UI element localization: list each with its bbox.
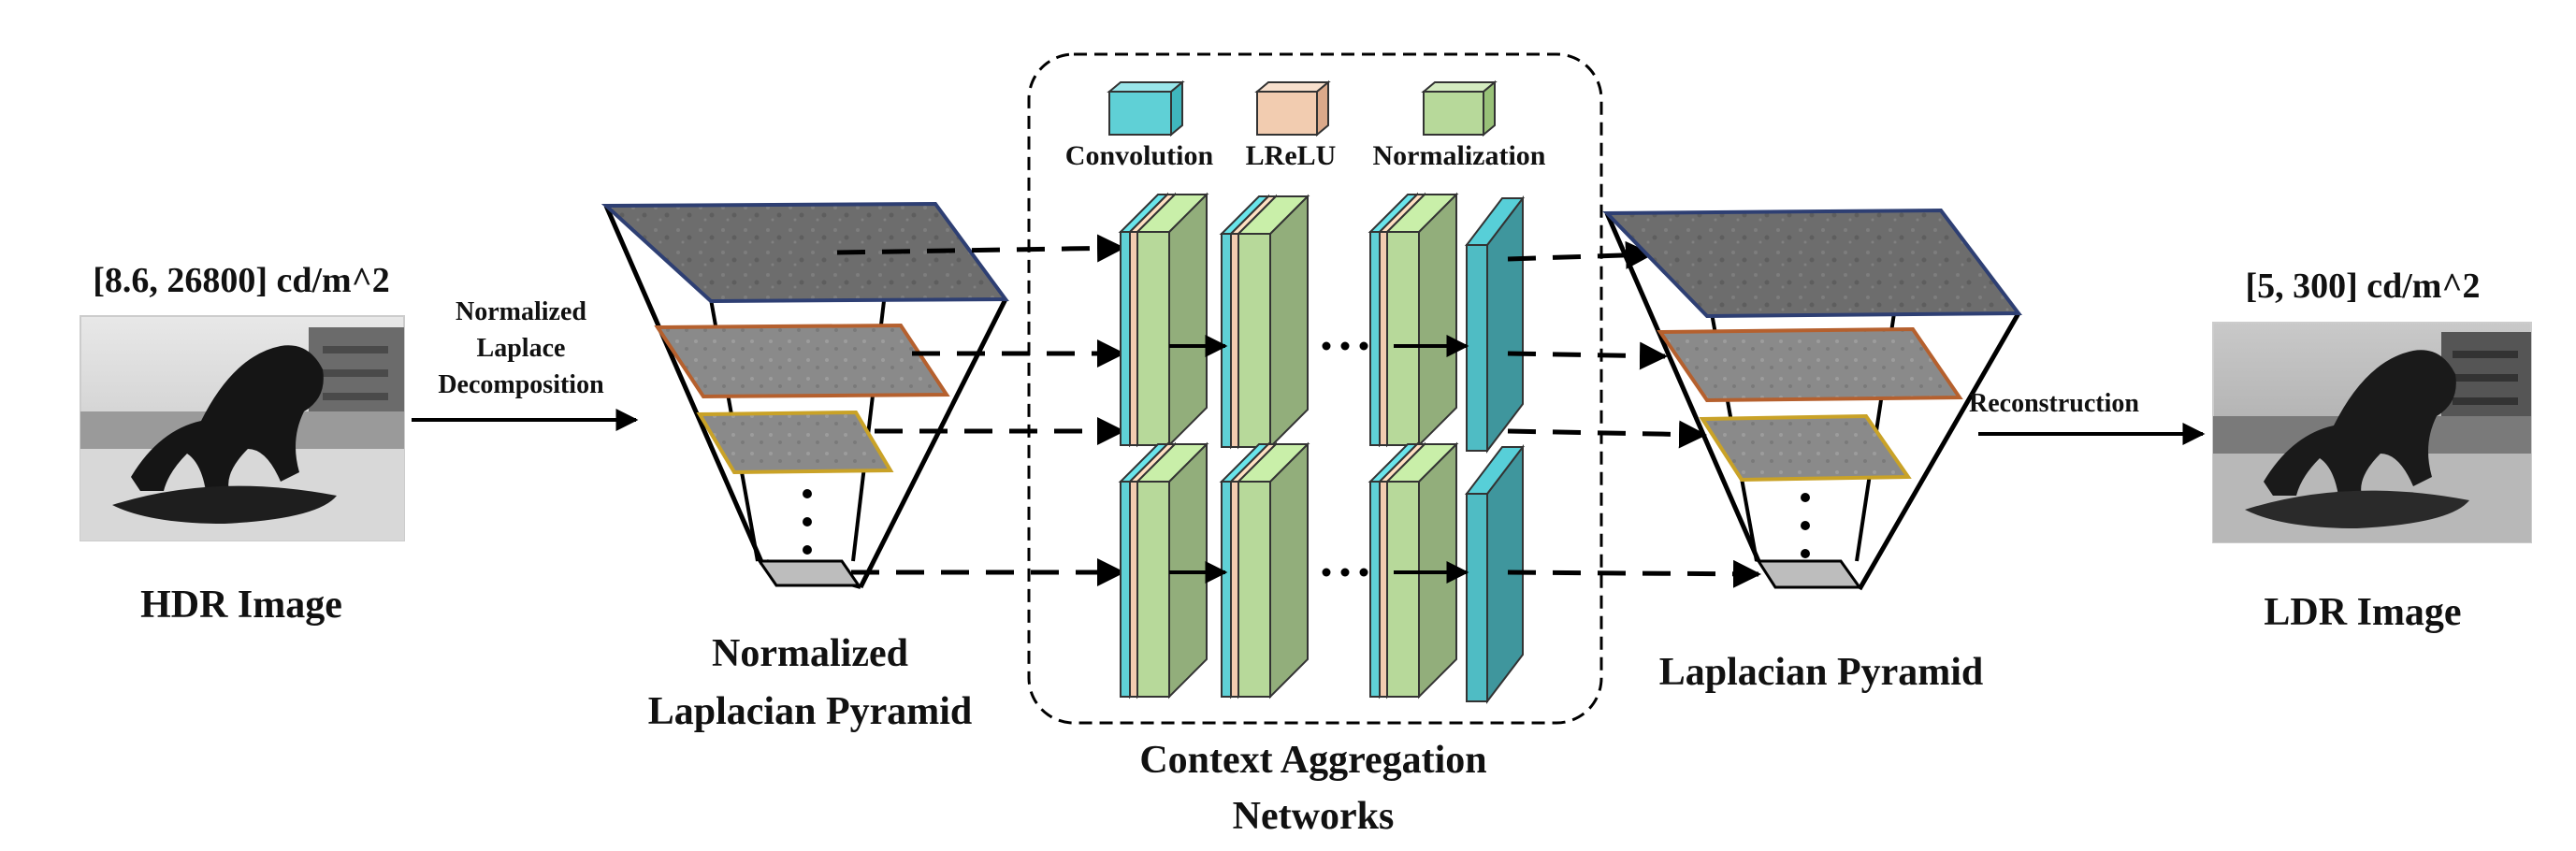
- decomposition-label-line3: Decomposition: [438, 370, 604, 399]
- legend-lrelu-cube: [1254, 79, 1331, 137]
- arrow-level1-to-can: [836, 234, 1125, 263]
- normalized-pyramid: [601, 201, 1009, 589]
- can-block-top-1-normalization: [1135, 192, 1209, 448]
- can-row-bottom: [1118, 441, 1526, 704]
- decomposition-label-line2: Laplace: [477, 334, 566, 363]
- ldr-range-label: [5, 300] cd/m^2: [2245, 267, 2480, 306]
- can-block-top-3-normalization: [1384, 192, 1459, 448]
- arrow-can-to-level2: [1507, 341, 1668, 370]
- can-block-bottom-2-normalization: [1236, 441, 1310, 700]
- can-row-top: [1118, 192, 1526, 454]
- can-caption-line2: Networks: [1233, 795, 1395, 838]
- normalized-pyramid-caption-line2: Laplacian Pyramid: [648, 690, 973, 733]
- pyramid-level-1: [601, 201, 1009, 304]
- output-pyramid-level-3: [1699, 413, 1912, 483]
- legend-lrelu-label: LReLU: [1246, 140, 1337, 171]
- legend-normalization-label: Normalization: [1373, 140, 1546, 171]
- ldr-caption: LDR Image: [2264, 591, 2461, 634]
- arrow-can-to-level3: [1507, 420, 1707, 449]
- can-caption-line1: Context Aggregation: [1139, 739, 1486, 782]
- can-ellipsis-top: [1322, 341, 1368, 351]
- can-ellipsis-bottom: [1322, 568, 1368, 577]
- legend-convolution-cube: [1107, 79, 1185, 137]
- can-block-top-2-normalization: [1236, 194, 1310, 450]
- ldr-image: [2212, 322, 2532, 543]
- output-pyramid: [1602, 208, 2022, 591]
- arrow-can-to-leveln: [1507, 559, 1761, 588]
- legend-convolution-label: Convolution: [1065, 140, 1214, 171]
- output-pyramid-level-n: [1756, 559, 1862, 589]
- pyramid-level-3: [696, 410, 894, 475]
- can-output-layer-bottom: [1464, 444, 1526, 704]
- output-pyramid-level-2: [1657, 326, 1963, 403]
- hdr-caption: HDR Image: [140, 584, 342, 627]
- legend-normalization-cube: [1421, 79, 1498, 137]
- can-output-layer-top: [1464, 195, 1526, 454]
- can-container: [1027, 52, 1603, 725]
- arrow-can-to-level1: [1507, 240, 1654, 269]
- reconstruction-label: Reconstruction: [1969, 389, 2139, 418]
- pyramid-level-n: [757, 559, 861, 587]
- pyramid-level-2: [654, 323, 950, 399]
- decomposition-label-line1: Normalized: [456, 297, 586, 326]
- output-pyramid-level-1: [1602, 208, 2022, 319]
- normalized-pyramid-caption-line1: Normalized: [712, 632, 908, 675]
- hdr-image: [80, 315, 405, 541]
- output-pyramid-caption: Laplacian Pyramid: [1659, 651, 1984, 694]
- hdr-range-label: [8.6, 26800] cd/m^2: [93, 261, 390, 300]
